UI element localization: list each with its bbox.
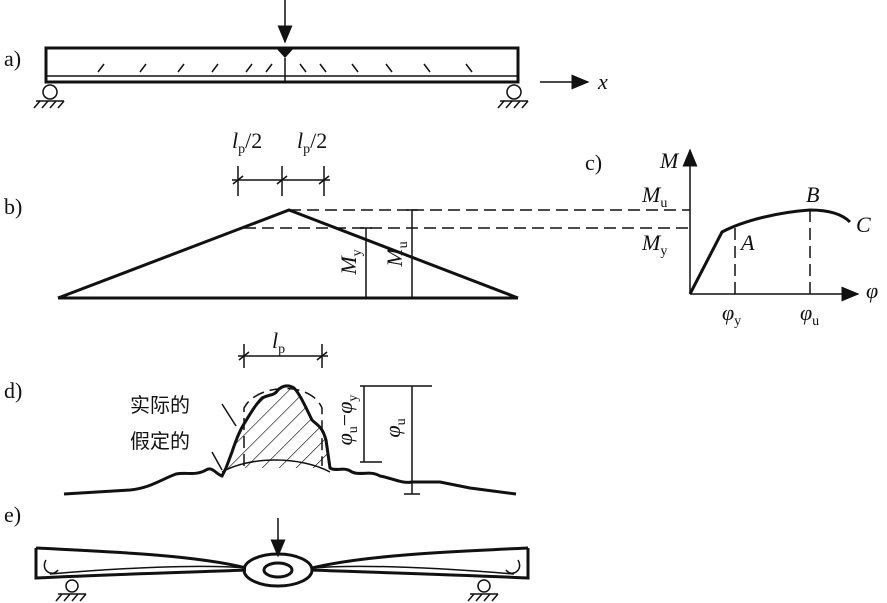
point-b-label: B	[806, 182, 819, 207]
plastic-hinge-ellipse-outer	[242, 552, 314, 588]
phi-u-dimension	[404, 386, 420, 495]
panel-a-label: a)	[4, 46, 21, 71]
left-support	[33, 84, 65, 109]
phi-diff-dimension	[360, 385, 432, 463]
mu-dimension	[406, 209, 418, 299]
actual-curvature-curve	[63, 384, 517, 496]
rebar-left	[49, 565, 247, 575]
crack-marks	[97, 63, 473, 73]
phi-u-tick-label: φu	[800, 300, 819, 329]
hook-left	[43, 559, 59, 574]
panel-a: a)	[4, 0, 608, 109]
m-axis-label: M	[659, 148, 680, 173]
mu-label: Mu	[382, 241, 411, 267]
right-support	[497, 84, 529, 109]
lp-dimension	[232, 166, 330, 196]
plastic-hinge-ellipse-inner	[262, 561, 294, 579]
phi-axis-label: φ	[866, 278, 878, 303]
phi-diff-label: φu−φy	[332, 395, 361, 446]
my-label: My	[336, 249, 365, 275]
assumed-curvature-curve	[221, 459, 331, 473]
panel-e: e)	[4, 502, 530, 602]
panel-d-label: d)	[4, 378, 22, 403]
deformed-beam-top	[35, 546, 529, 570]
panel-e-label: e)	[4, 502, 21, 527]
point-a-label: A	[739, 230, 755, 255]
load-plate	[276, 48, 294, 58]
lp-half-left-label: lp/2	[232, 128, 262, 157]
beam	[44, 46, 520, 84]
rebar-right	[311, 565, 515, 575]
leader-actual	[221, 403, 237, 427]
left-support-e	[55, 579, 87, 602]
leader-assumed	[211, 451, 223, 471]
lp-dimension-d	[238, 344, 328, 368]
label-assumed: 假定的	[130, 429, 190, 453]
moment-curvature-curve	[688, 208, 852, 295]
lp-half-right-label: lp/2	[297, 128, 327, 157]
panel-c-label: c)	[585, 150, 602, 175]
hook-right	[505, 559, 521, 574]
label-actual: 实际的	[130, 393, 190, 417]
lp-label-d: lp	[272, 328, 285, 357]
panel-b: b) lp/2 lp/2 My	[4, 128, 690, 300]
panel-d: d) lp 实际的 假定的 φu−φy	[4, 328, 517, 496]
moment-diagram-outline	[57, 208, 519, 300]
panel-b-label: b)	[4, 194, 22, 219]
phi-u-label-d: φu	[380, 418, 409, 437]
my-tick-label: My	[641, 230, 667, 259]
deformed-beam-outline	[34, 548, 530, 580]
x-axis-label: x	[597, 69, 608, 94]
assumed-hinge-outline	[243, 387, 323, 466]
right-support-e	[467, 579, 499, 602]
phi-y-tick-label: φy	[722, 300, 741, 329]
panel-c: c) M φ Mu My A B C φy φu	[585, 148, 878, 329]
mu-tick-label: Mu	[641, 182, 667, 211]
point-c-label: C	[856, 212, 871, 237]
